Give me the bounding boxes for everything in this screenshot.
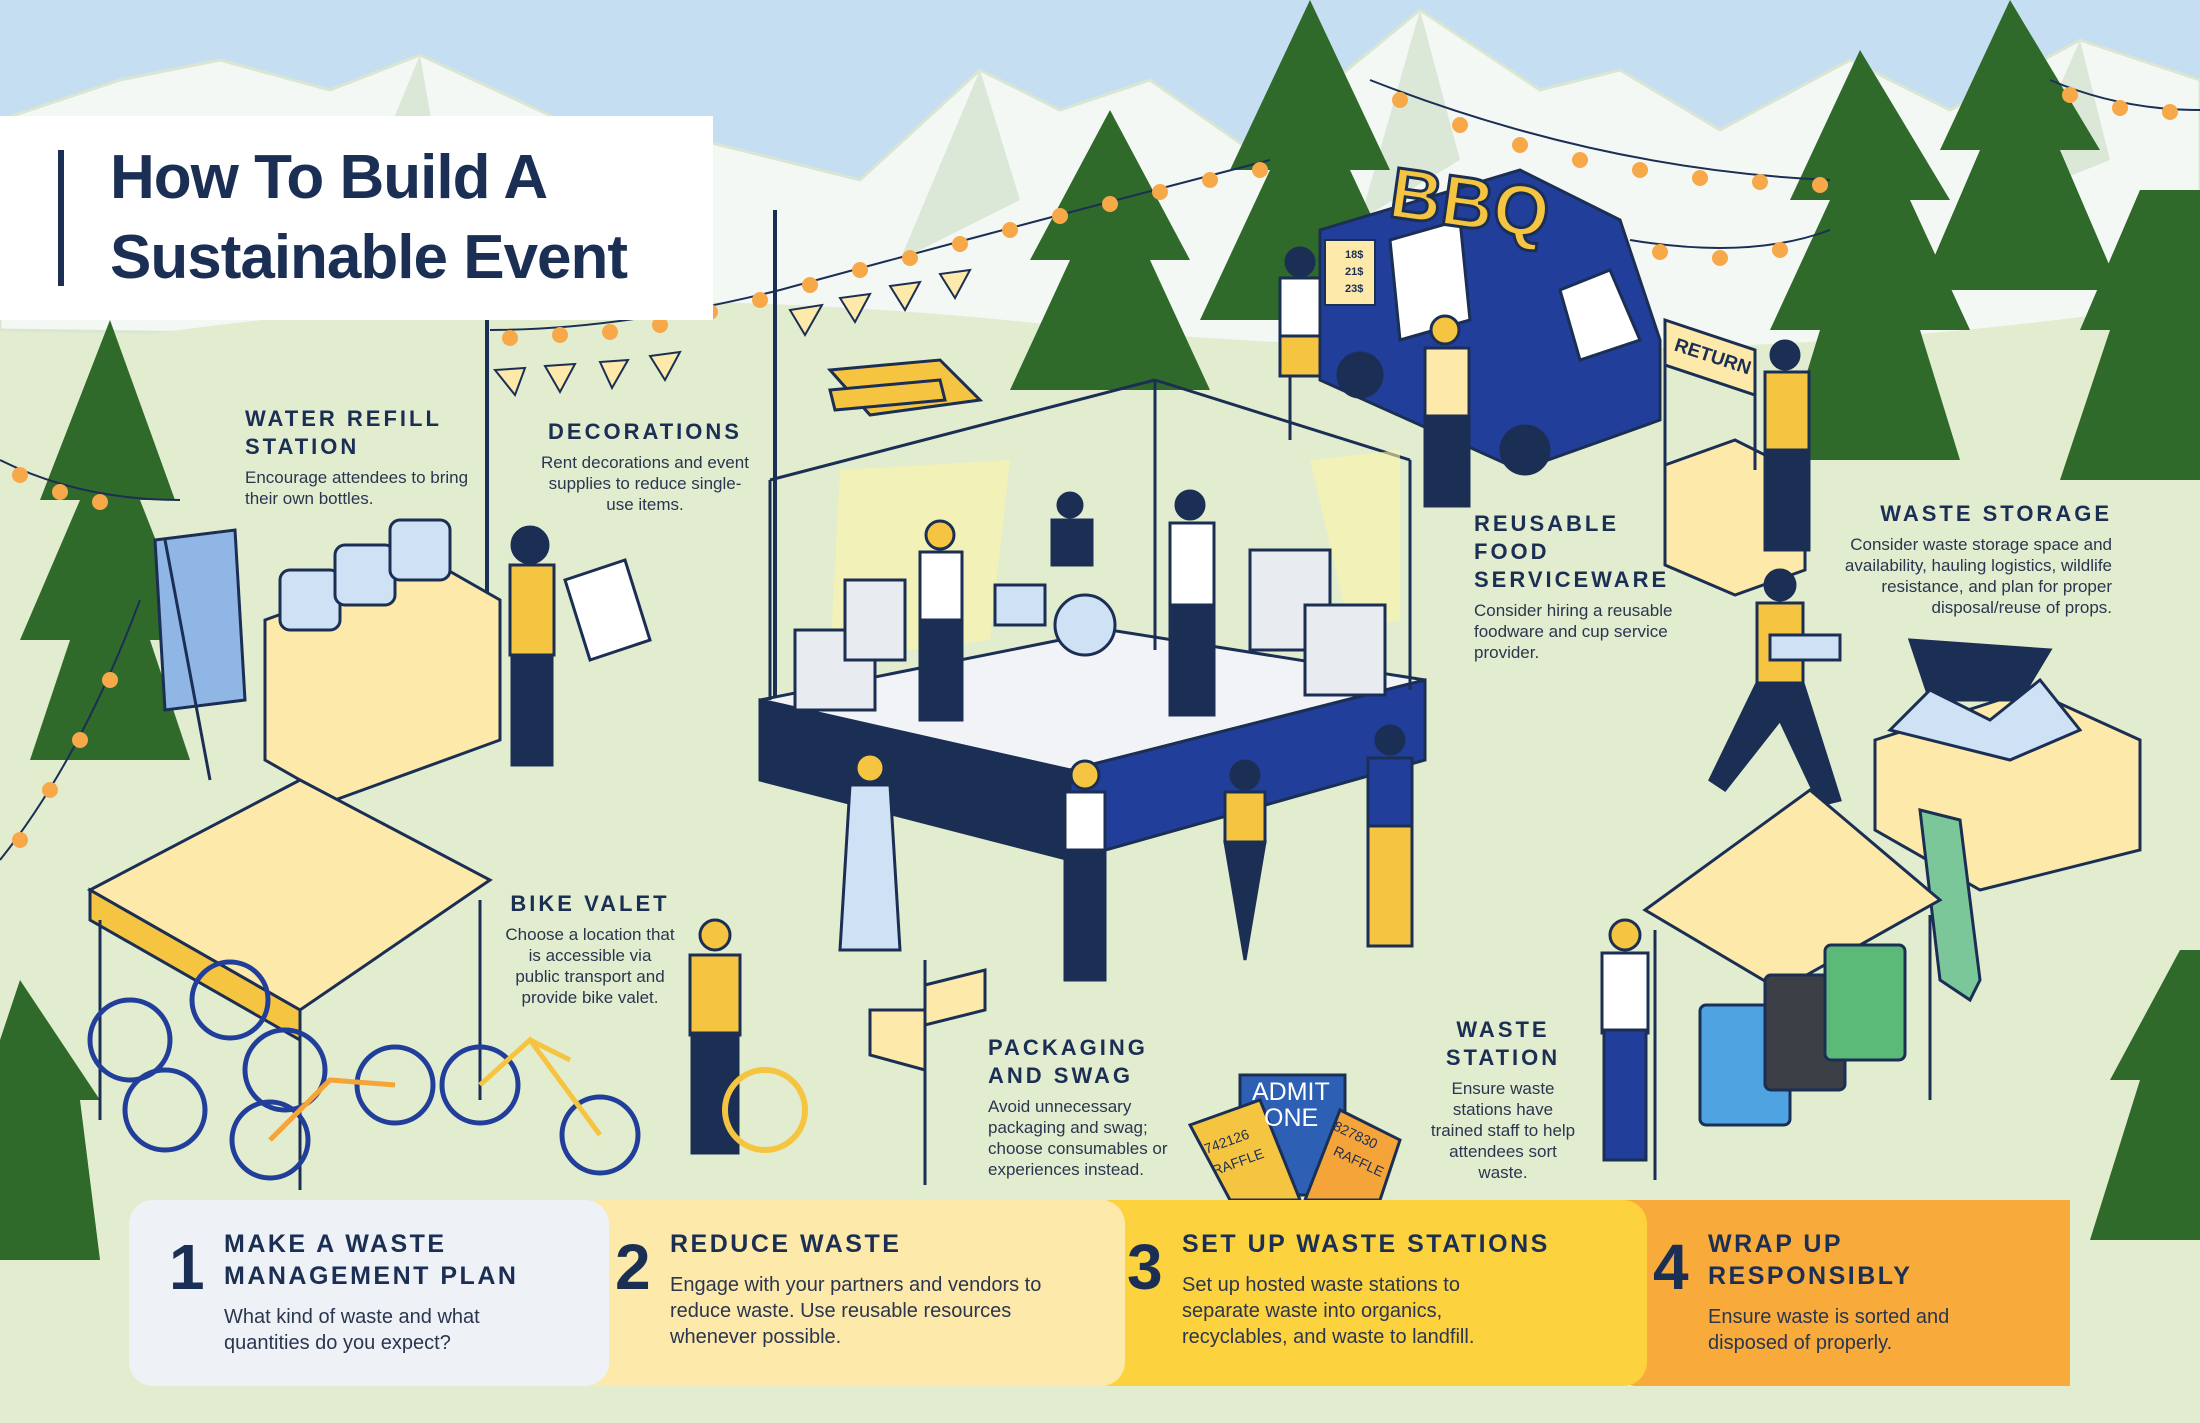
step-text: Engage with your partners and vendors to… bbox=[670, 1274, 1042, 1348]
menu-board: 18$ 21$ 23$ bbox=[1345, 249, 1363, 295]
light-bulbs bbox=[12, 87, 2178, 848]
stage bbox=[758, 378, 1427, 862]
step-heading: REDUCE WASTE bbox=[670, 1230, 902, 1258]
callout-bike-valet: BIKE VALET Choose a location that is acc… bbox=[505, 890, 675, 1008]
step-number: 4 bbox=[1653, 1231, 1689, 1303]
step-2: 2 REDUCE WASTE Engage with your partners… bbox=[575, 1200, 1125, 1386]
step-3: 3 SET UP WASTE STATIONS Set up hosted wa… bbox=[1087, 1200, 1647, 1386]
title-accent-bar bbox=[58, 150, 64, 286]
menu-price: 21$ bbox=[1345, 266, 1363, 278]
bbq-food-truck bbox=[1318, 168, 1662, 476]
waste-station-staff bbox=[1600, 918, 1650, 1162]
callout-heading: WASTE STORAGE bbox=[1880, 501, 2112, 526]
callout-waste-storage: WASTE STORAGE Consider waste storage spa… bbox=[1830, 500, 2112, 618]
callout-text: Rent decorations and event supplies to r… bbox=[541, 453, 749, 514]
cup-return-station bbox=[1663, 317, 1811, 597]
step-number: 2 bbox=[615, 1231, 651, 1303]
callout-text: Avoid unnecessary packaging and swag; ch… bbox=[988, 1097, 1168, 1179]
step-text: Ensure waste is sorted and disposed of p… bbox=[1708, 1306, 1950, 1354]
callout-text: Encourage attendees to bring their own b… bbox=[245, 468, 469, 508]
title-line-1: How To Build A bbox=[110, 143, 548, 212]
water-refill-station bbox=[153, 518, 652, 802]
callout-heading: DECORATIONS bbox=[548, 419, 742, 444]
worker-carrying-props bbox=[1708, 568, 1842, 807]
step-text: Set up hosted waste stations to separate… bbox=[1182, 1274, 1475, 1348]
bicycles bbox=[87, 959, 641, 1181]
dancers bbox=[838, 724, 1414, 982]
step-number: 1 bbox=[169, 1231, 205, 1303]
title-card: How To Build A Sustainable Event bbox=[0, 116, 713, 320]
poles bbox=[485, 210, 777, 700]
title-line-2: Sustainable Event bbox=[110, 223, 628, 292]
waste-storage-dumpster bbox=[1873, 638, 2142, 1003]
callout-heading: BIKE VALET bbox=[510, 891, 670, 916]
callout-text: Consider hiring a reusable foodware and … bbox=[1474, 601, 1673, 662]
tickets bbox=[1187, 1073, 1402, 1202]
signpost bbox=[868, 960, 987, 1185]
step-number: 3 bbox=[1127, 1231, 1163, 1303]
admit-one-line2: ONE bbox=[1264, 1104, 1318, 1132]
waste-bins bbox=[1698, 943, 1907, 1127]
callout-text: Choose a location that is accessible via… bbox=[505, 925, 675, 1007]
callout-text: Consider waste storage space and availab… bbox=[1844, 535, 2112, 617]
bench bbox=[826, 358, 984, 417]
callout-text: Ensure waste stations have trained staff… bbox=[1430, 1079, 1576, 1182]
menu-price: 23$ bbox=[1345, 283, 1363, 295]
waste-station-tent bbox=[1642, 788, 1943, 1180]
bike-valet-attendant bbox=[688, 918, 808, 1155]
admit-one-line1: ADMIT bbox=[1252, 1078, 1330, 1106]
page-title: How To Build A Sustainable Event bbox=[110, 138, 628, 298]
bike-valet-tent bbox=[86, 778, 493, 1190]
callout-decorations: DECORATIONS Rent decorations and event s… bbox=[540, 418, 750, 515]
truck-people bbox=[1278, 246, 1471, 508]
bunting-flags bbox=[493, 268, 972, 398]
step-heading: SET UP WASTE STATIONS bbox=[1182, 1230, 1550, 1258]
step-text: What kind of waste and what quantities d… bbox=[224, 1306, 480, 1354]
menu-price: 18$ bbox=[1345, 249, 1363, 261]
